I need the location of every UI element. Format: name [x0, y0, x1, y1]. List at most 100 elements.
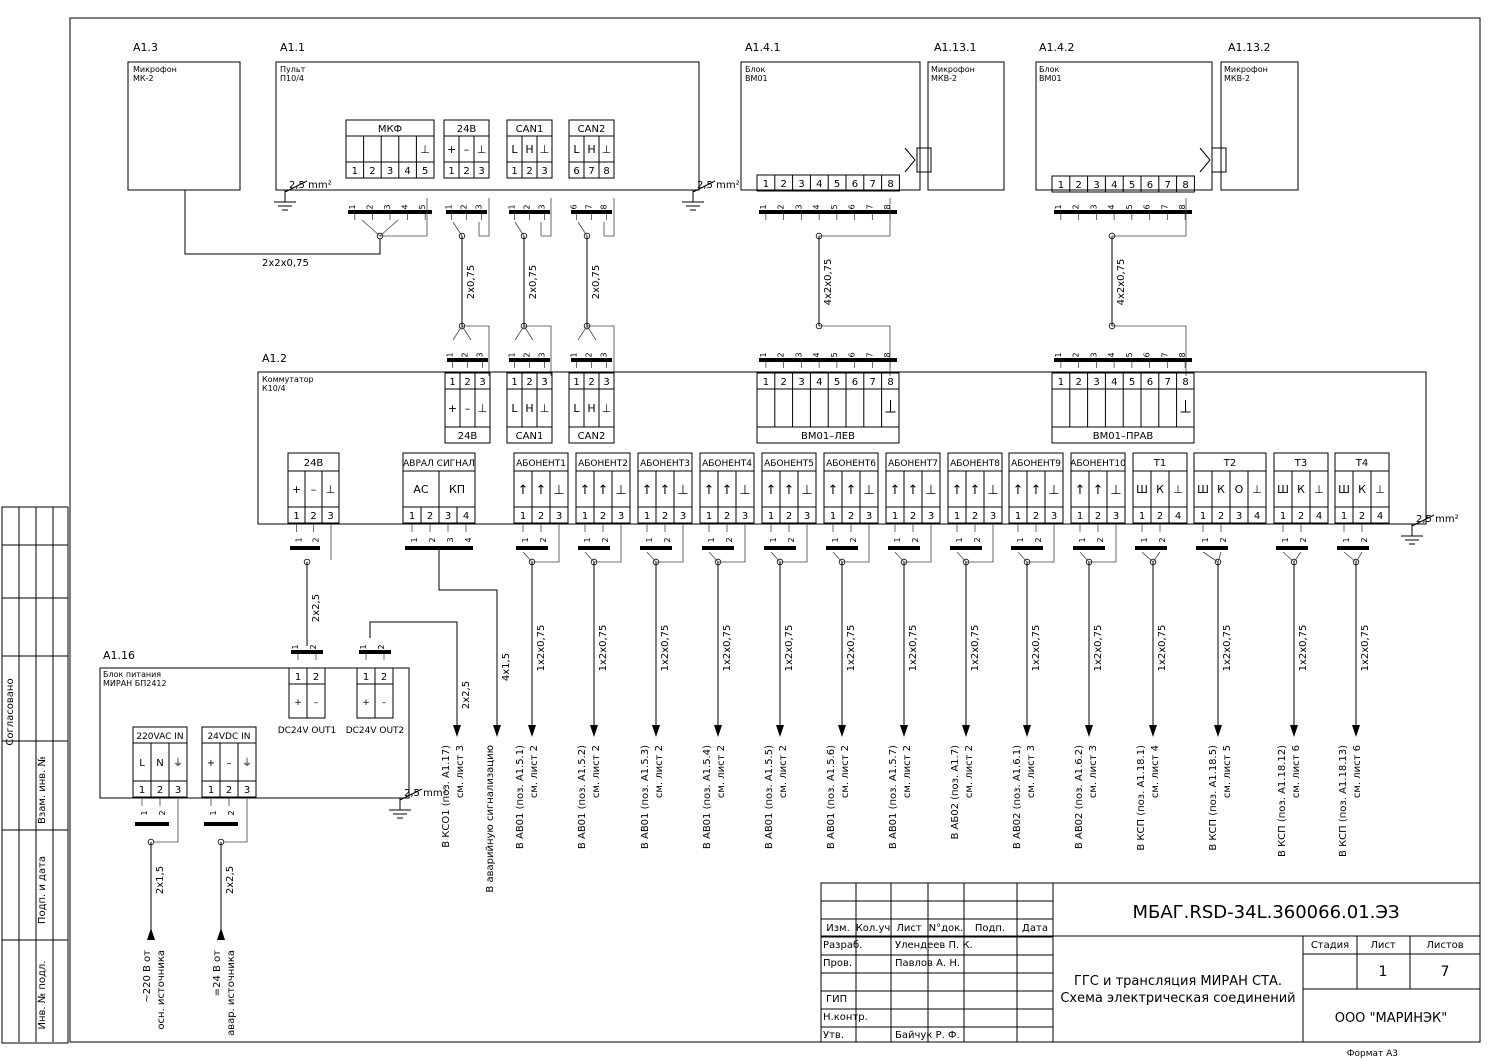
p24-pin: 1 — [448, 166, 454, 177]
plug-kcan2-pin: 2 — [585, 352, 594, 357]
block-a1-2 — [257, 371, 1427, 525]
b24-pin: 2 — [310, 511, 316, 522]
t3-symbol: ⊥ — [1314, 483, 1324, 496]
abonent-pin-row — [823, 506, 879, 524]
plug-vm_prav-pin: 2 — [1072, 352, 1081, 357]
abonent-symbol: ↑ — [1075, 483, 1086, 498]
t4-symbol: ⊥ — [1375, 483, 1385, 496]
vm_lev-pin: 1 — [763, 377, 769, 388]
arrow-down — [528, 725, 536, 737]
lead — [577, 221, 588, 237]
destination-label: см. лист 6 — [1291, 745, 1302, 798]
abonent-title: АБОНЕНТ6 — [826, 459, 876, 469]
destination-label: В КСП (поз. А1.18.5) — [1208, 745, 1219, 851]
lead — [1202, 551, 1219, 563]
plug-vm2-pin: 1 — [1054, 204, 1063, 209]
plug-vm1-pin: 4 — [812, 204, 821, 209]
abonent-pin: 2 — [848, 511, 854, 522]
ref-a1-13-2: A1.13.2 — [1228, 41, 1271, 54]
plug-vm_prav-pin: 5 — [1125, 352, 1134, 357]
plug-vm_prav-pin: 7 — [1160, 352, 1169, 357]
vm_prav-title: ВМ01–ПРАВ — [1093, 431, 1154, 442]
mkf-pin: 5 — [422, 166, 428, 177]
plug-abonent-pin: 2 — [1096, 537, 1105, 542]
plug-avral-pin: 3 — [446, 537, 455, 542]
plug-abonent-pin: 1 — [769, 537, 778, 542]
plug-can2-pin: 6 — [570, 204, 579, 209]
kcan1-symbol: L — [511, 402, 518, 415]
vm01-2-pins-pin: 5 — [1129, 180, 1135, 191]
b24-pin-row — [287, 506, 340, 524]
abonent-symbol: ↑ — [766, 483, 777, 498]
ground-label-leader — [284, 180, 308, 193]
arrow-down — [714, 725, 722, 737]
ref-a1-4-2: A1.4.2 — [1039, 41, 1075, 54]
plug-abonent-pin: 1 — [955, 537, 964, 542]
lead — [842, 552, 870, 563]
ac220-pin: 2 — [157, 785, 163, 796]
arrow-up — [217, 928, 225, 940]
block-label: Блок — [745, 65, 765, 74]
t1-pin: 4 — [1175, 511, 1181, 522]
plug-24v-pin: 2 — [460, 204, 469, 209]
ac220-symbol: L — [139, 758, 145, 769]
vm01-2-pins-pin: 1 — [1058, 180, 1064, 191]
plug-vm2-pin: 6 — [1143, 204, 1152, 209]
p24-title: 24В — [457, 124, 477, 135]
arrow-down — [1023, 725, 1031, 737]
dc24in-pin-row — [201, 780, 257, 798]
dc24in-symbol: ⏚ — [242, 757, 252, 769]
plug-mkf-pin: 5 — [418, 204, 427, 209]
vm_prav-pin: 6 — [1147, 377, 1153, 388]
kcan2-symbol: H — [587, 402, 595, 415]
plug-abonent-pin: 2 — [787, 537, 796, 542]
plug-vm_prav-pin: 6 — [1143, 352, 1152, 357]
destination-label: см. лист 3 — [1026, 745, 1037, 798]
lead — [522, 551, 533, 563]
avral-pin: 4 — [463, 511, 469, 522]
block-label: Блок питания — [103, 670, 161, 679]
plug-mkf-pin: 1 — [348, 204, 357, 209]
plug-k24-pin: 2 — [461, 352, 470, 357]
vm_lev-title: ВМ01–ЛЕВ — [801, 431, 855, 442]
abonent-pin-row — [637, 506, 693, 524]
plug-vm1-pin: 7 — [865, 204, 874, 209]
lead — [151, 798, 179, 843]
cable-label-input: 2x1,5 — [155, 866, 166, 894]
mic-jack-symbol — [1211, 147, 1227, 173]
block-label: МК-2 — [133, 74, 154, 83]
vm01-2-pins-pin: 4 — [1111, 180, 1117, 191]
plug-abonent-pin: 2 — [725, 537, 734, 542]
destination-label: В КСП (поз. А1.18.1) — [1136, 745, 1147, 851]
lead — [380, 198, 428, 237]
lead — [1343, 551, 1357, 563]
plug-mkf-pin: 4 — [401, 204, 410, 209]
t3-pin: 4 — [1316, 511, 1322, 522]
arrow-down — [652, 725, 660, 737]
kcan2-pin: 2 — [588, 377, 594, 388]
abonent-pin: 3 — [928, 511, 934, 522]
abonent-symbol: ↑ — [580, 483, 591, 498]
can2-pin: 6 — [573, 166, 579, 177]
block-a1-1 — [275, 61, 700, 191]
b24-symbol: – — [311, 483, 317, 496]
plug-mkf-pin: 3 — [383, 204, 392, 209]
abonent-symbol: ↑ — [784, 483, 795, 498]
abonent-pin-row — [947, 506, 1003, 524]
abonent-symbol: ⊥ — [553, 483, 564, 498]
source-label: осн. источника — [156, 950, 167, 1030]
vm01-1-pins-pin: 4 — [816, 179, 822, 190]
plug-kcan2-pin: 1 — [570, 352, 579, 357]
abonent-pin: 3 — [990, 511, 996, 522]
plug-out2-pin: 1 — [359, 644, 368, 649]
t4-pin-row — [1334, 506, 1390, 524]
document-code: МБАГ.RSD-34L.360066.01.ЭЗ — [1132, 902, 1399, 923]
plug-vm1-pin: 3 — [794, 204, 803, 209]
lead — [770, 551, 781, 563]
vm_prav-pin: 1 — [1058, 377, 1064, 388]
abonent-symbol: ↑ — [1013, 483, 1024, 498]
k24-pin: 2 — [464, 377, 470, 388]
abonent-pin-row — [885, 506, 941, 524]
plug-t-pin: 1 — [1140, 537, 1149, 542]
can2-pin-row — [568, 161, 615, 179]
